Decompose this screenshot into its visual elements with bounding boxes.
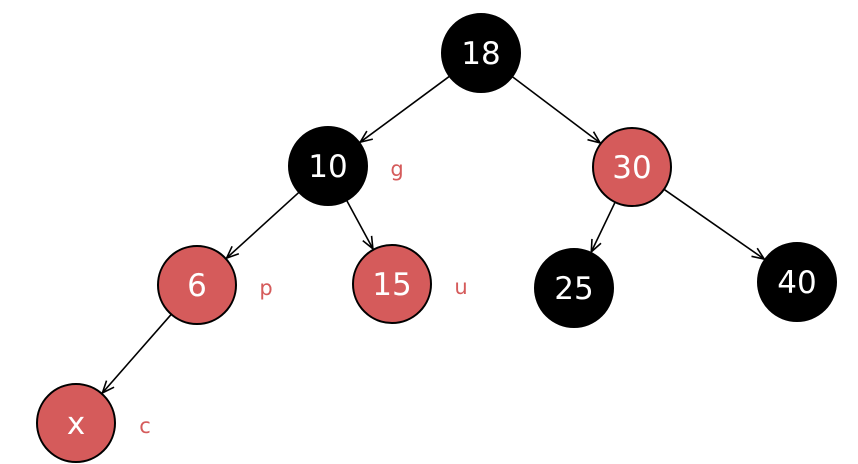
node-circle-10 xyxy=(288,126,368,206)
node-value-label: 25 xyxy=(554,271,593,307)
edge-n18-to-n30 xyxy=(511,75,602,145)
node-role-label-p: p xyxy=(259,276,272,300)
node-role-label-c: c xyxy=(139,414,151,438)
node-circle-30 xyxy=(592,127,672,207)
edge-n6-to-nx xyxy=(101,313,172,395)
node-value-label: 30 xyxy=(612,150,651,186)
edge-n30-to-n40 xyxy=(663,188,766,261)
node-circle-6 xyxy=(157,245,237,325)
tree-node-25: 25 xyxy=(534,248,614,328)
node-value-label: 18 xyxy=(461,36,500,72)
node-value-label: x xyxy=(67,406,85,442)
node-role-label-u: u xyxy=(454,275,467,299)
node-circle-40 xyxy=(757,242,837,322)
node-value-label: 6 xyxy=(187,268,207,304)
edge-n30-to-n25 xyxy=(590,201,616,254)
node-circle-15 xyxy=(352,244,432,324)
tree-node-15: 15 u xyxy=(352,244,468,324)
tree-node-30: 30 xyxy=(592,127,672,207)
tree-node-40: 40 xyxy=(757,242,837,322)
tree-node-18: 18 xyxy=(441,13,521,93)
node-role-label-g: g xyxy=(390,157,403,181)
edge-n10-to-n15 xyxy=(345,199,374,251)
edges-layer xyxy=(101,75,766,395)
node-value-label: 10 xyxy=(308,149,347,185)
edge-n18-to-n10 xyxy=(358,75,451,144)
node-circle-18 xyxy=(441,13,521,93)
edge-n10-to-n6 xyxy=(225,191,300,260)
node-circle-25 xyxy=(534,248,614,328)
node-value-label: 40 xyxy=(777,265,816,301)
node-value-label: 15 xyxy=(372,267,411,303)
tree-node-10: 10 g xyxy=(288,126,404,206)
node-circle-x xyxy=(36,383,116,463)
